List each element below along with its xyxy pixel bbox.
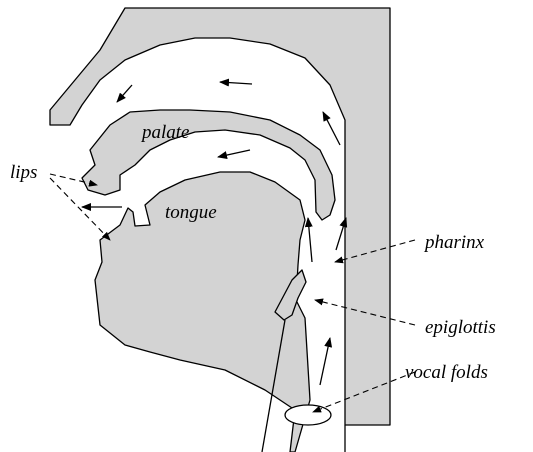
airflow-arrow: [323, 112, 340, 145]
label-pharynx: pharinx: [423, 232, 485, 253]
label-tongue: tongue: [165, 202, 217, 223]
airflow-arrow: [117, 85, 132, 102]
airflow-arrow: [308, 218, 312, 262]
label-epiglottis: epiglottis: [425, 317, 496, 338]
label-lips: lips: [10, 162, 37, 183]
label-vocal-folds: vocal folds: [405, 362, 488, 383]
airflow-arrow: [320, 338, 330, 385]
vocal-folds-ring: [285, 405, 331, 425]
airflow-arrow: [218, 150, 250, 157]
airflow-arrow: [220, 82, 252, 84]
label-palate: palate: [140, 122, 190, 143]
